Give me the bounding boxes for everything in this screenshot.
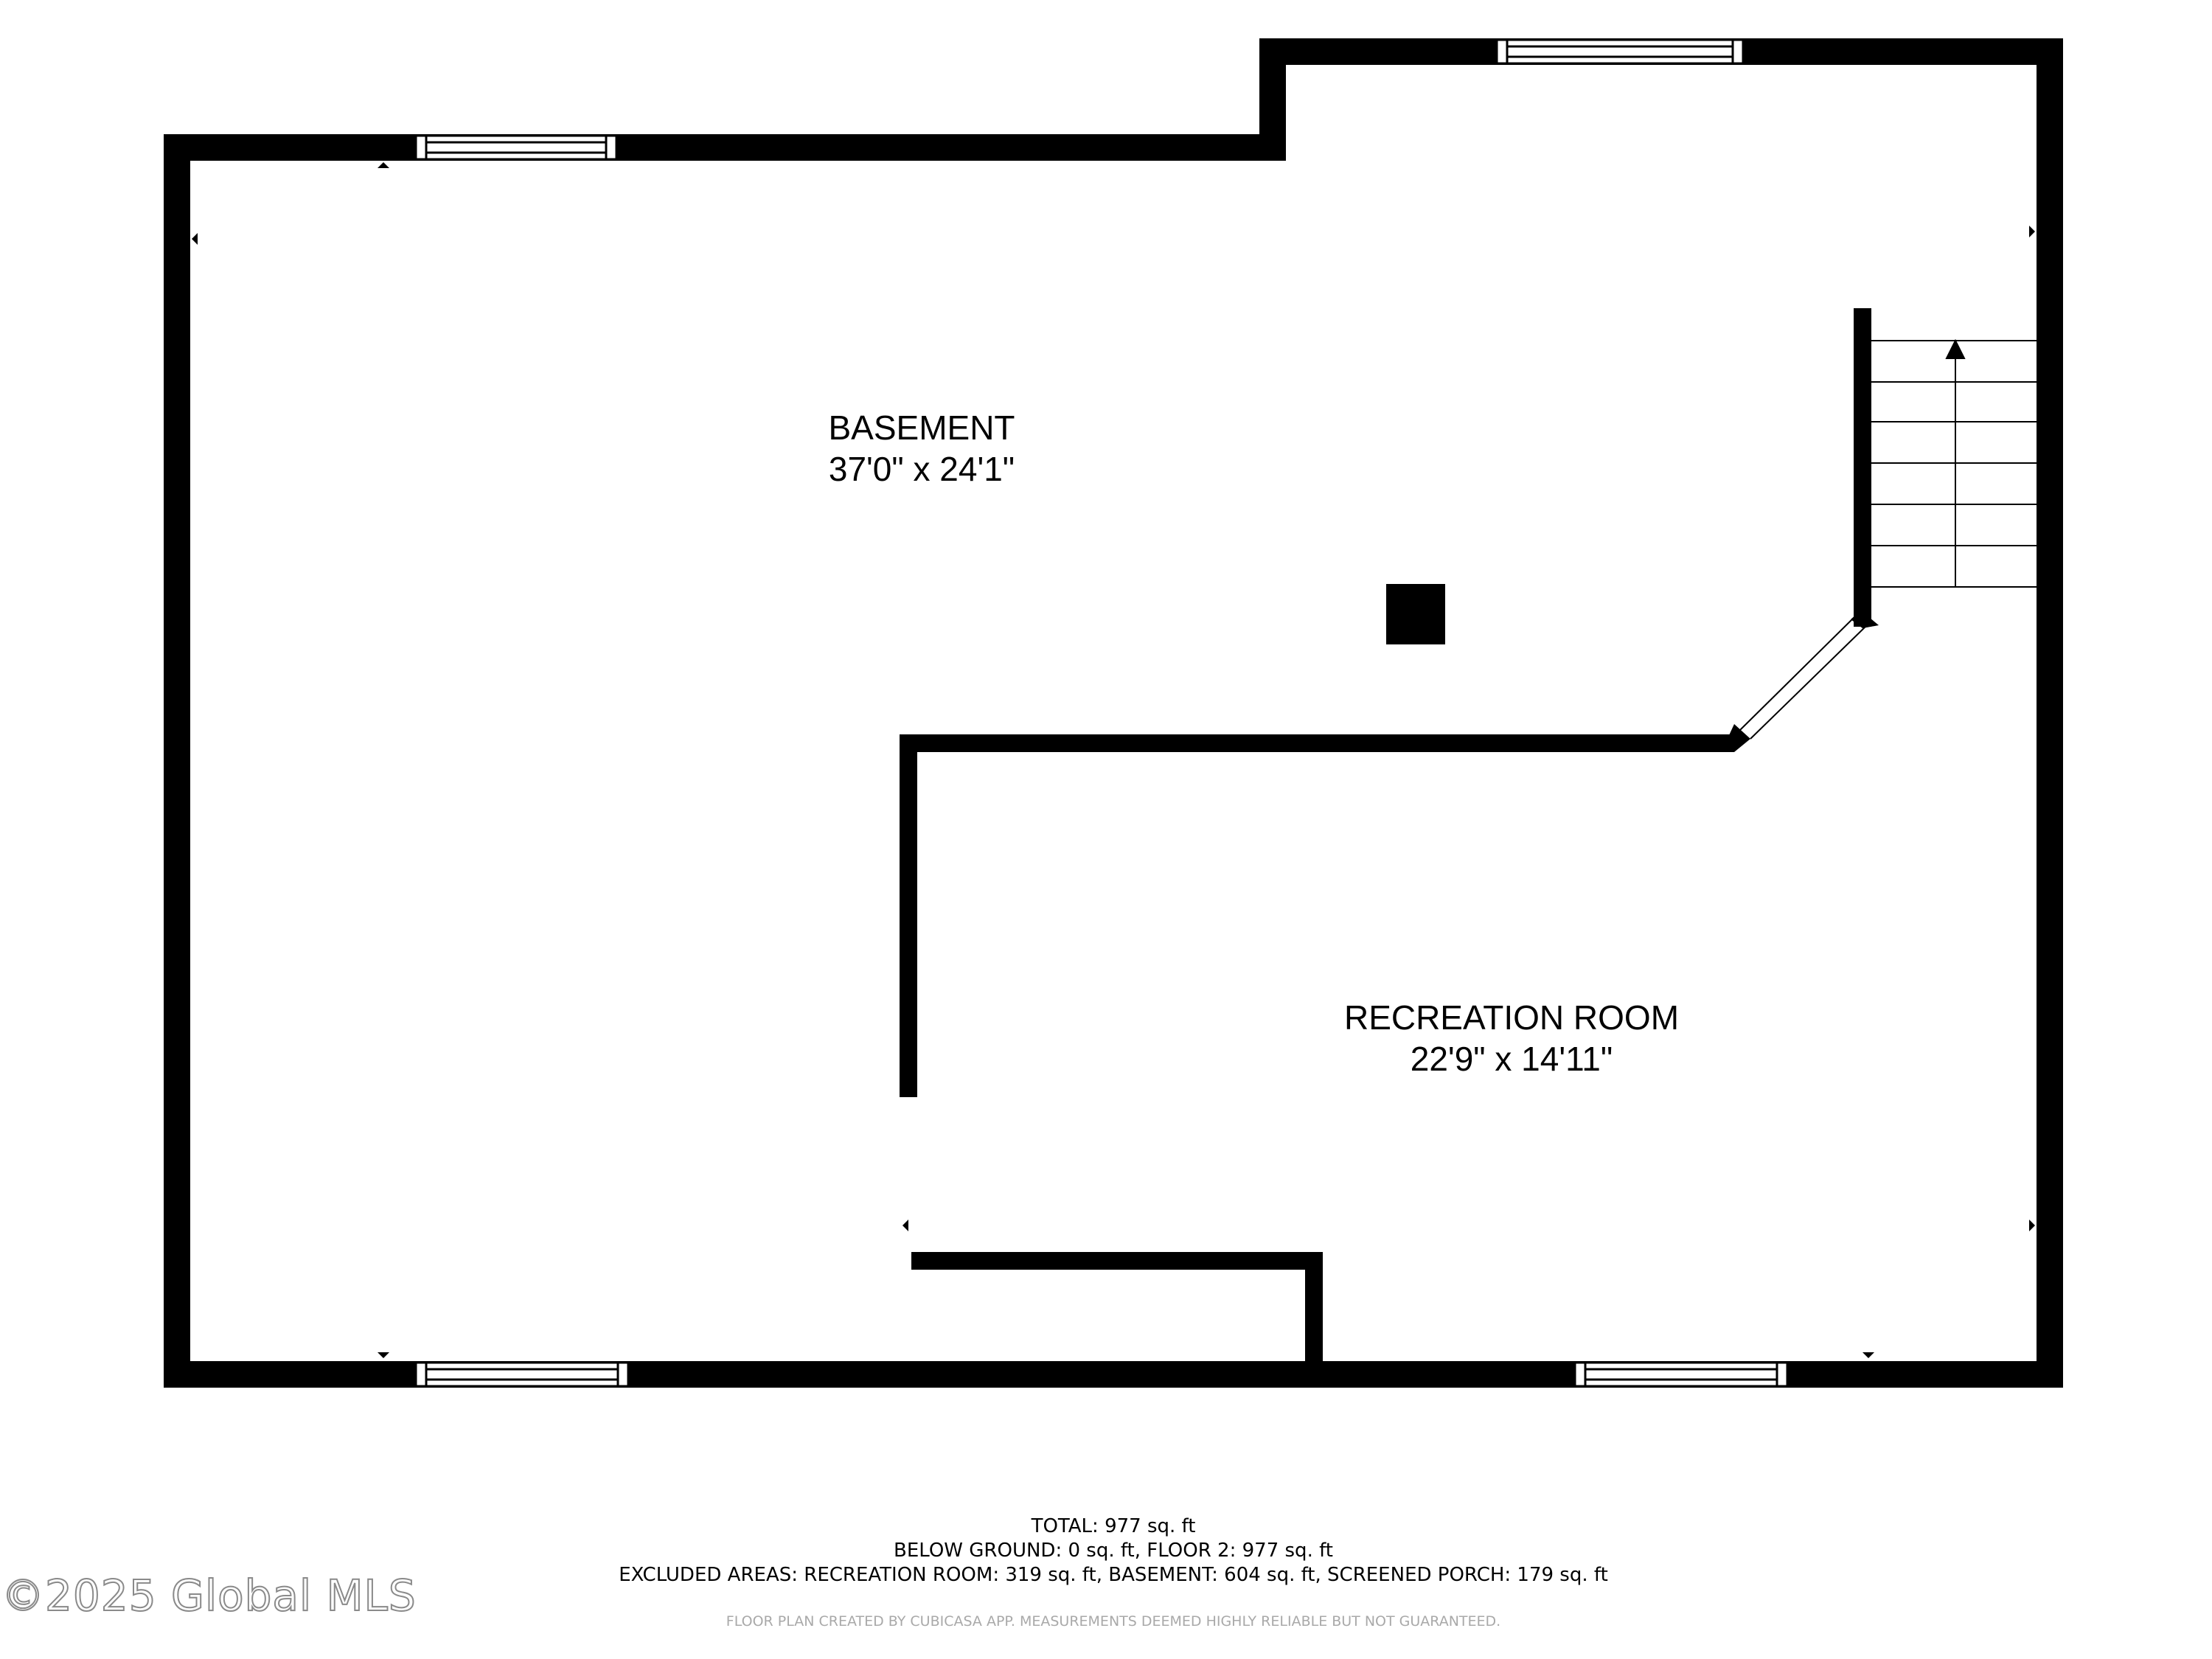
window-top-left xyxy=(414,134,618,161)
wall-corner-right xyxy=(1851,611,1879,628)
stair-arrow-icon xyxy=(1945,338,1966,359)
recreation-room-dimensions: 22'9" x 14'11" xyxy=(1410,1040,1613,1078)
marker-top-icon xyxy=(378,162,389,168)
wall-corner-left xyxy=(1725,724,1750,752)
recreation-room-name: RECREATION ROOM xyxy=(1343,998,1680,1037)
window-bottom-left xyxy=(414,1361,630,1388)
summary-below-ground: BELOW GROUND: 0 sq. ft, FLOOR 2: 977 sq.… xyxy=(894,1540,1333,1562)
interior-walls xyxy=(900,308,1879,1363)
copyright-watermark: ©2025 Global MLS xyxy=(1,1570,417,1621)
marker-bottom-right-icon xyxy=(1863,1352,1874,1358)
opening-diagonal xyxy=(1739,613,1869,740)
marker-right-bottom-icon xyxy=(2029,1220,2035,1231)
support-column xyxy=(1386,584,1445,644)
marker-left-icon xyxy=(192,233,198,245)
basement-name: BASEMENT xyxy=(828,408,1015,447)
wall-left xyxy=(164,134,190,1388)
summary-total: TOTAL: 977 sq. ft xyxy=(1031,1515,1196,1537)
wall-top-left xyxy=(164,134,1286,161)
marker-right-top-icon xyxy=(2029,226,2035,237)
exterior-walls xyxy=(164,38,2063,1388)
wall-rec-bottom xyxy=(911,1252,1321,1270)
window-bottom-right xyxy=(1573,1361,1789,1388)
area-summary: TOTAL: 977 sq. ft BELOW GROUND: 0 sq. ft… xyxy=(442,1514,1784,1587)
disclaimer: FLOOR PLAN CREATED BY CUBICASA APP. MEAS… xyxy=(726,1613,1501,1630)
wall-rec-top xyxy=(900,734,1734,752)
window-top-right xyxy=(1495,38,1745,65)
marker-rec-left-icon xyxy=(902,1220,908,1231)
wall-stair xyxy=(1854,308,1871,627)
windows xyxy=(414,38,1789,1388)
wall-rec-left xyxy=(900,734,917,1097)
recreation-room-label: RECREATION ROOM 22'9" x 14'11" xyxy=(1253,997,1770,1079)
basement-label: BASEMENT 37'0" x 24'1" xyxy=(737,407,1106,490)
dimension-markers xyxy=(192,162,2035,1358)
summary-excluded: EXCLUDED AREAS: RECREATION ROOM: 319 sq.… xyxy=(619,1564,1608,1586)
basement-dimensions: 37'0" x 24'1" xyxy=(828,450,1015,488)
wall-rec-bottom-return xyxy=(1305,1252,1323,1363)
wall-right xyxy=(2037,38,2063,1388)
marker-bottom-left-icon xyxy=(378,1352,389,1358)
staircase xyxy=(1871,338,2037,588)
